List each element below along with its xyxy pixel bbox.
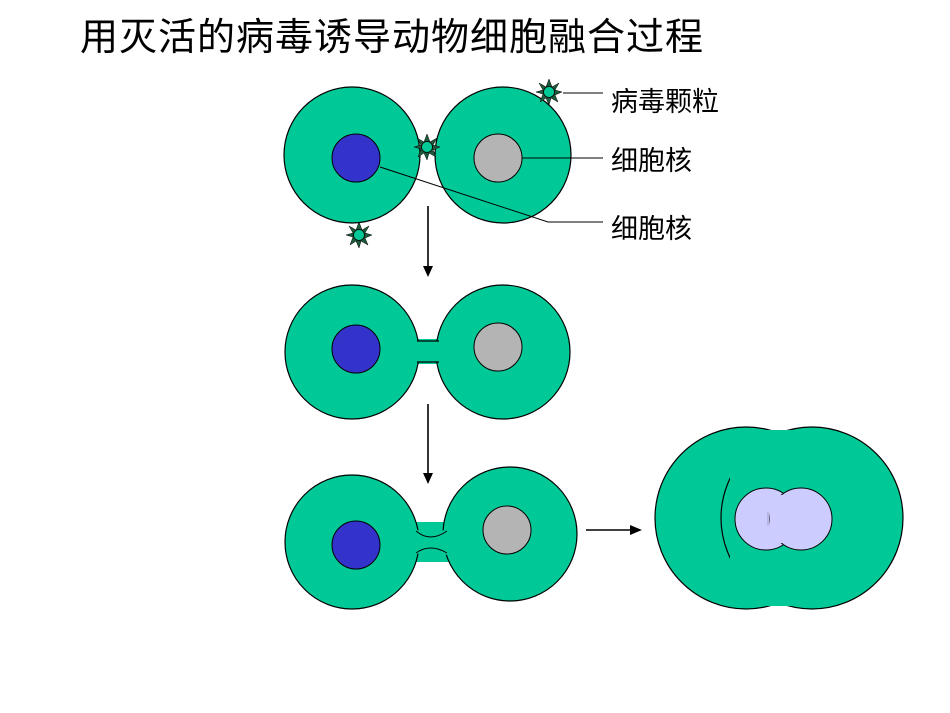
nucleus-gray bbox=[482, 505, 532, 555]
stage-2-bridge-forming bbox=[284, 284, 571, 420]
virus-particle-icon bbox=[345, 221, 373, 249]
label-leader-lines bbox=[379, 92, 603, 223]
arrow-down-icon bbox=[423, 206, 433, 277]
arrow-right-icon bbox=[586, 525, 642, 535]
page-title: 用灭活的病毒诱导动物细胞融合过程 bbox=[80, 15, 705, 59]
stage-3-bridge-widening bbox=[284, 466, 578, 610]
arrow-down-icon bbox=[423, 404, 433, 484]
nucleus-label-a: 细胞核 bbox=[611, 146, 692, 177]
nucleus-blue bbox=[331, 520, 381, 570]
stage-4-fused-cell bbox=[654, 426, 904, 610]
nucleus-blue bbox=[331, 324, 381, 374]
nucleus-gray bbox=[473, 133, 523, 183]
nucleus-blue bbox=[331, 133, 381, 183]
stage-1-separate-cells bbox=[283, 78, 572, 249]
nucleus-gray bbox=[473, 322, 523, 372]
virus-particle-label: 病毒颗粒 bbox=[611, 87, 719, 118]
nucleus-label-b: 细胞核 bbox=[611, 214, 692, 245]
